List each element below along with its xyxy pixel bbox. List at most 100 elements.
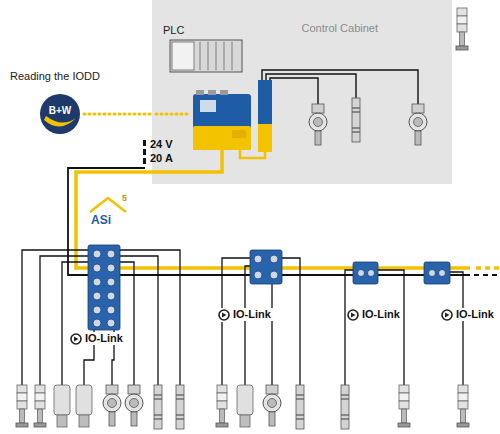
io-module	[270, 255, 278, 263]
power-mark	[143, 140, 146, 164]
plc-rack	[172, 42, 194, 70]
plc-rack	[232, 42, 233, 70]
io-module	[107, 250, 115, 258]
protocol-label: IO-Link	[360, 308, 402, 321]
node-label: Control Cabinet	[302, 22, 378, 35]
io-module	[107, 292, 115, 300]
io-link-symbol	[442, 310, 452, 320]
field-devices	[76, 385, 92, 427]
asi-gateway	[208, 90, 216, 95]
asi-gateway	[196, 90, 204, 95]
device-label: PLC	[163, 24, 184, 37]
cabinet-sensors	[309, 98, 427, 145]
io-module	[107, 264, 115, 272]
field-devices	[398, 385, 410, 427]
io-module	[88, 245, 120, 330]
field-devices	[16, 385, 28, 427]
data-flow-connector	[84, 113, 151, 116]
io-link-symbol	[71, 334, 81, 344]
power-module	[258, 80, 272, 152]
asi-gateway	[200, 100, 216, 112]
voltage-label: 24 V	[150, 138, 173, 151]
sensor-wires	[262, 70, 418, 104]
field-devices	[216, 385, 228, 427]
vendor-logo: B+W	[40, 94, 80, 134]
field-wires	[120, 262, 134, 385]
field-devices	[54, 385, 70, 427]
field-wires	[120, 250, 180, 385]
protocol-label: IO-Link	[454, 308, 496, 321]
field-devices	[457, 385, 469, 427]
logo-text: ASi	[91, 213, 111, 227]
io-link-symbol	[347, 308, 359, 322]
cabinet-sensors	[352, 98, 360, 142]
sensor-wires	[270, 78, 318, 104]
node-label: B+W	[49, 105, 72, 117]
field-wires	[120, 256, 158, 385]
io-module	[107, 306, 115, 314]
plc-rack	[216, 42, 217, 70]
io-module	[439, 270, 446, 277]
io-link-symbol	[70, 332, 82, 346]
field-devices	[263, 385, 281, 426]
io-link-symbol	[441, 308, 453, 322]
plc-rack	[208, 42, 209, 70]
field-wires	[450, 272, 463, 385]
protocol-label: IO-Link	[231, 308, 273, 321]
io-module	[107, 278, 115, 286]
io-link-symbol	[70, 308, 453, 346]
stack-light	[456, 8, 468, 50]
logo-number: 5	[122, 193, 127, 204]
io-module	[93, 292, 101, 300]
field-wires	[245, 266, 250, 385]
iodd-dots	[156, 113, 190, 116]
flow-label: Reading the IODD	[10, 70, 100, 83]
io-module	[93, 306, 101, 314]
asi-gateway	[232, 130, 246, 138]
field-devices	[296, 385, 304, 429]
field-wires	[271, 284, 272, 385]
asi-cable-tail	[476, 266, 500, 270]
field-devices	[16, 385, 469, 429]
stack-light	[456, 8, 468, 50]
logo-swoosh	[44, 116, 76, 127]
asi-gateway	[193, 90, 251, 150]
io-module	[424, 262, 450, 284]
power-mark	[143, 158, 146, 164]
field-wires	[22, 250, 88, 385]
cabinet-sensors	[409, 104, 427, 145]
field-wires	[345, 270, 353, 385]
power-module	[258, 124, 272, 152]
field-devices	[154, 385, 162, 429]
gateway-link	[240, 150, 265, 158]
field-devices	[341, 385, 349, 429]
power-cable-tail	[474, 274, 500, 276]
io-link-symbol	[218, 308, 230, 322]
current-label: 20 A	[150, 152, 173, 165]
asi-gateway	[193, 94, 251, 150]
field-devices	[176, 385, 184, 429]
cabinet-sensors	[309, 104, 327, 145]
io-module	[107, 319, 115, 327]
protocol-label: IO-Link	[83, 332, 125, 345]
io-link-symbol	[219, 310, 229, 320]
io-module	[254, 255, 262, 263]
field-devices	[103, 385, 121, 426]
field-wires	[378, 270, 404, 385]
io-module	[358, 270, 365, 277]
field-devices	[125, 385, 143, 426]
asi-logo-roof	[90, 198, 126, 212]
field-devices	[34, 385, 46, 427]
asi-gateway	[220, 90, 228, 95]
io-module	[250, 250, 282, 284]
io-module	[429, 270, 436, 277]
io-module	[270, 271, 278, 279]
plc-rack	[170, 40, 242, 72]
io-link-symbol	[348, 310, 358, 320]
plc-rack	[200, 42, 201, 70]
io-module	[353, 262, 378, 284]
io-module	[93, 319, 101, 327]
